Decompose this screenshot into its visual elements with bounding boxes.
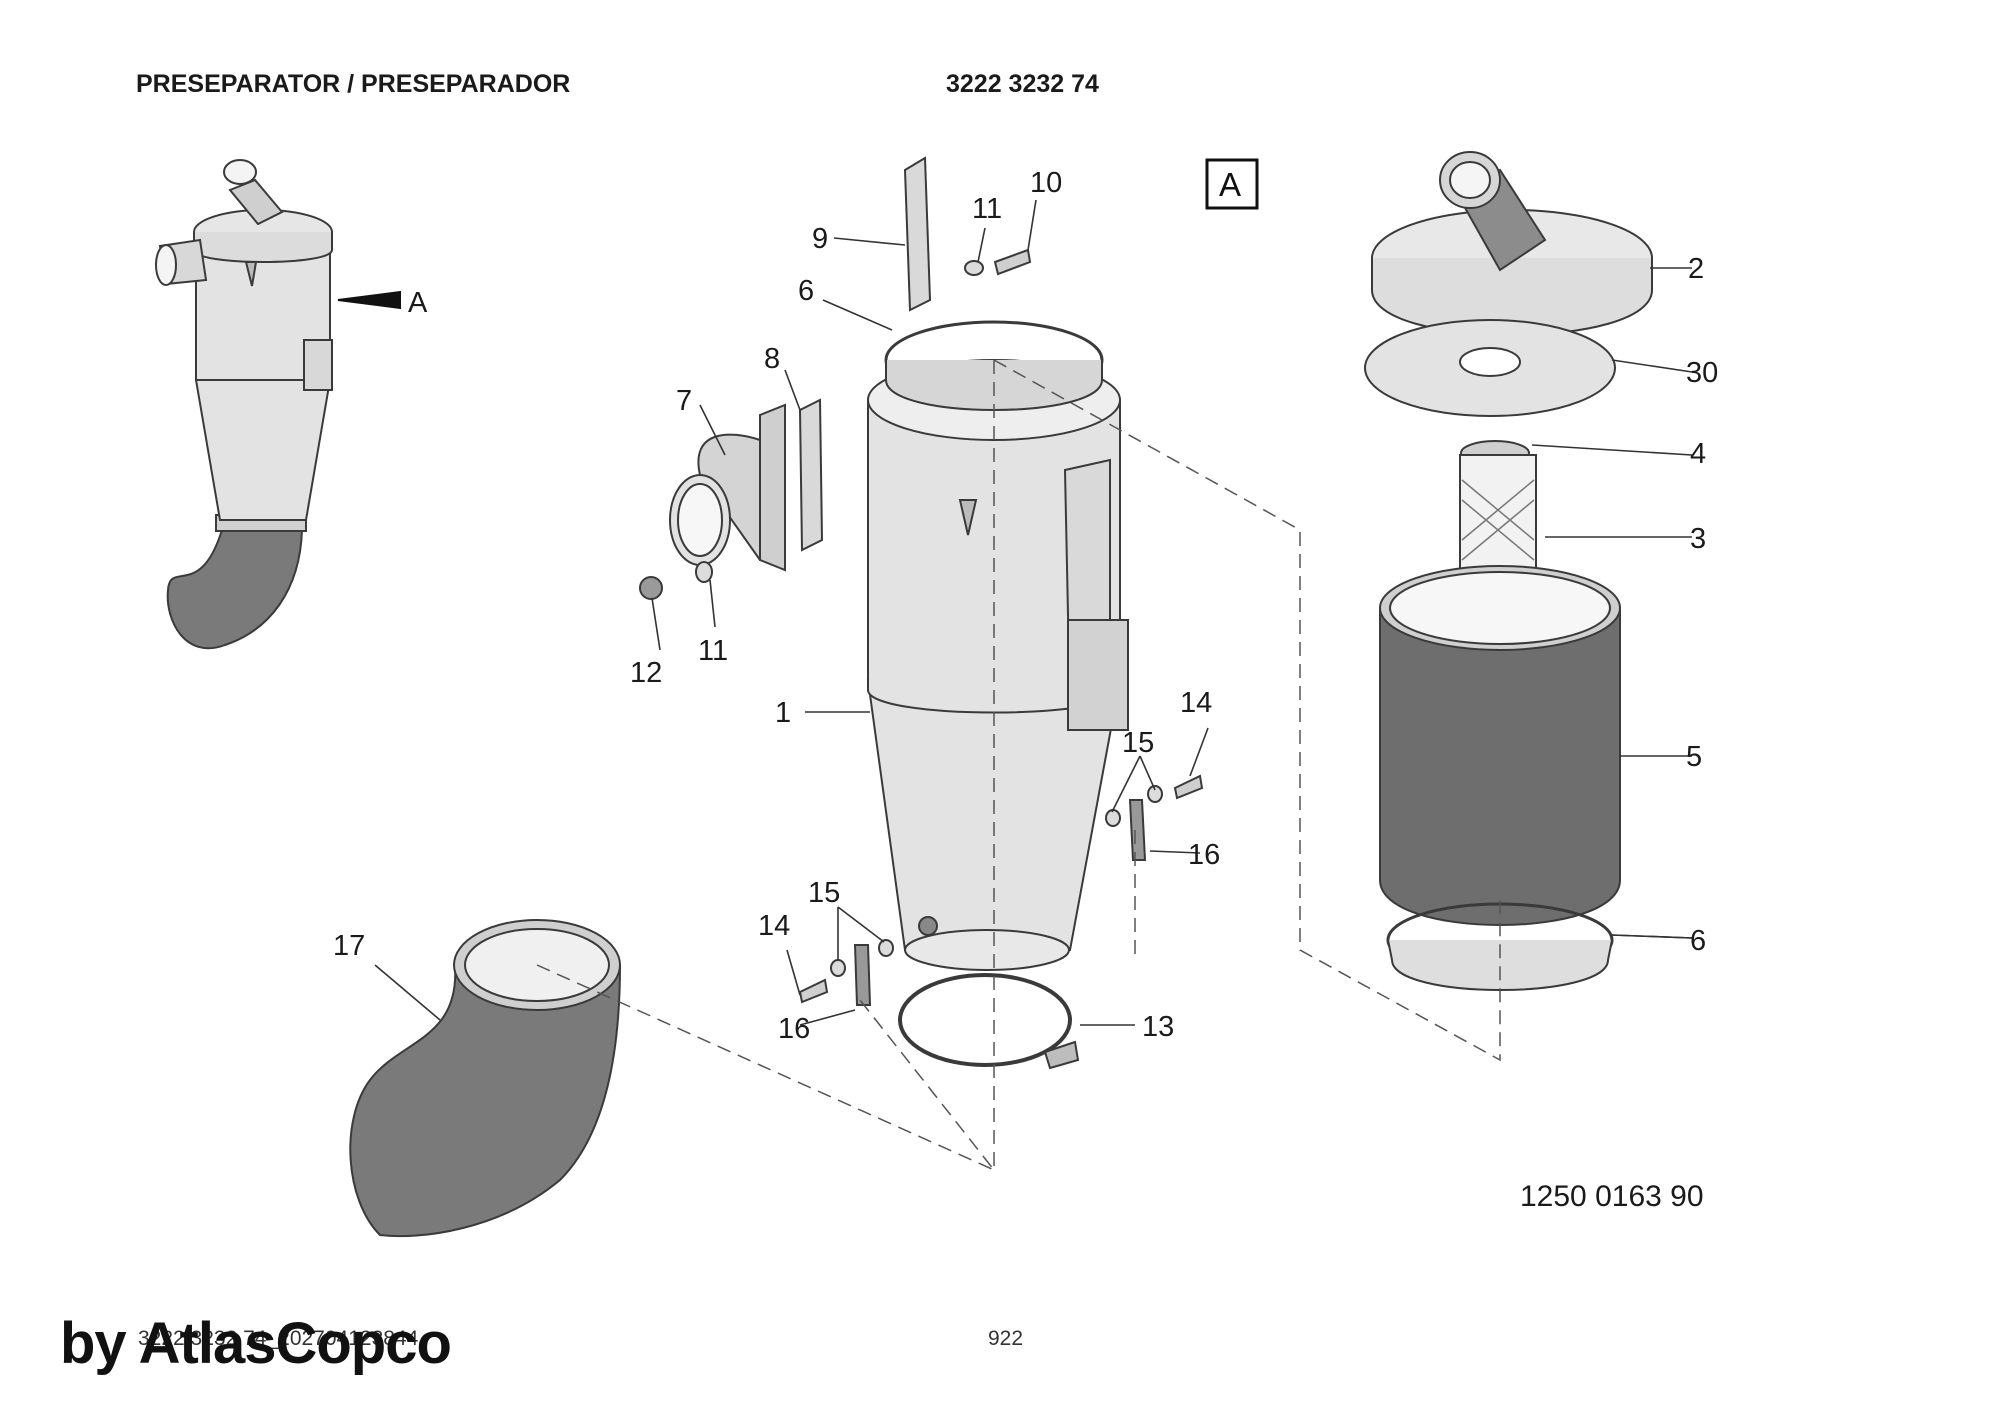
callout-7: 7 bbox=[676, 385, 692, 417]
callout-12: 12 bbox=[630, 657, 662, 689]
assembly-lines bbox=[536, 359, 1501, 1173]
clamp-13 bbox=[898, 973, 1072, 1067]
view-a-assembly bbox=[1364, 151, 1653, 991]
callout-13: 13 bbox=[1142, 1011, 1174, 1043]
callout-10: 10 bbox=[1030, 167, 1062, 199]
hose-17 bbox=[349, 919, 622, 1238]
view-marker-letter: A bbox=[1219, 166, 1241, 203]
inlet-bracket bbox=[669, 403, 786, 572]
callout-15-left: 15 bbox=[808, 877, 840, 909]
callout-16-left: 16 bbox=[778, 1013, 810, 1045]
callout-16-right: 16 bbox=[1188, 839, 1220, 871]
page-title: PRESEPARATOR / PRESEPARADOR bbox=[136, 70, 571, 98]
leader-lines bbox=[374, 199, 1693, 1026]
callout-6-right: 6 bbox=[1690, 925, 1706, 957]
callout-9: 9 bbox=[812, 223, 828, 255]
callout-14-left: 14 bbox=[758, 910, 790, 942]
gasket-9 bbox=[903, 156, 932, 312]
callout-11-bottom: 11 bbox=[698, 635, 728, 667]
overview-arrow-label: A bbox=[408, 287, 428, 319]
callout-8: 8 bbox=[764, 343, 780, 375]
callout-15-right: 15 bbox=[1122, 727, 1154, 759]
callout-3: 3 bbox=[1690, 523, 1706, 555]
drawing-number: 1250 0163 90 bbox=[1520, 1180, 1704, 1213]
callout-1: 1 bbox=[775, 697, 791, 729]
callout-5: 5 bbox=[1686, 741, 1702, 773]
callout-4: 4 bbox=[1690, 438, 1706, 470]
overview-assembly bbox=[155, 159, 401, 650]
gasket-8 bbox=[798, 398, 824, 552]
part-number: 3222 3232 74 bbox=[946, 70, 1099, 98]
callout-6-center: 6 bbox=[798, 275, 814, 307]
watermark: by AtlasCopco bbox=[60, 1311, 452, 1376]
cyclone-housing bbox=[866, 320, 1129, 971]
callout-11-top: 11 bbox=[972, 193, 1002, 225]
footer-code: 3222 3232 74_202704123844 bbox=[138, 1327, 419, 1350]
page-number: 922 bbox=[988, 1327, 1024, 1350]
view-marker-box bbox=[1205, 158, 1259, 210]
callout-17: 17 bbox=[333, 930, 365, 962]
callout-14-right: 14 bbox=[1180, 687, 1212, 719]
callout-30: 30 bbox=[1686, 357, 1718, 389]
callout-2: 2 bbox=[1688, 253, 1704, 285]
